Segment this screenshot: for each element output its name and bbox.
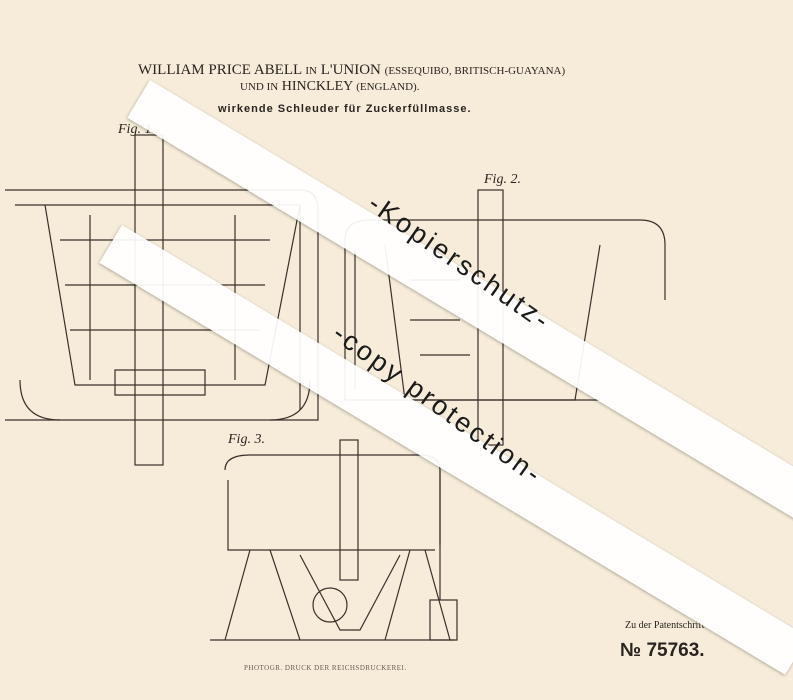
in-word: IN	[305, 65, 317, 77]
patent-title: wirkende Schleuder für Zuckerfüllmasse.	[218, 103, 472, 115]
region: (ESSEQUIBO, BRITISCH-GUAYANA)	[384, 65, 566, 77]
printer-credit: PHOTOGR. DRUCK DER REICHSDRUCKEREI.	[244, 664, 407, 672]
und-in: UND IN	[240, 81, 279, 93]
inventor-line-2: UND IN HINCKLEY (ENGLAND).	[240, 79, 419, 95]
fig-3-drawing	[210, 439, 458, 641]
patent-reference: Zu der Patentschrift	[625, 620, 705, 631]
region-2: (ENGLAND).	[356, 81, 420, 93]
place: L'UNION	[320, 62, 381, 78]
inventor-line: WILLIAM PRICE ABELL IN L'UNION (ESSEQUIB…	[138, 62, 565, 79]
patent-number: № 75763.	[620, 640, 705, 661]
fig-2-label: Fig. 2.	[484, 172, 521, 187]
inventor-name: WILLIAM PRICE ABELL	[138, 62, 302, 78]
fig-3-label: Fig. 3.	[228, 432, 265, 447]
place-2: HINCKLEY	[281, 79, 353, 94]
